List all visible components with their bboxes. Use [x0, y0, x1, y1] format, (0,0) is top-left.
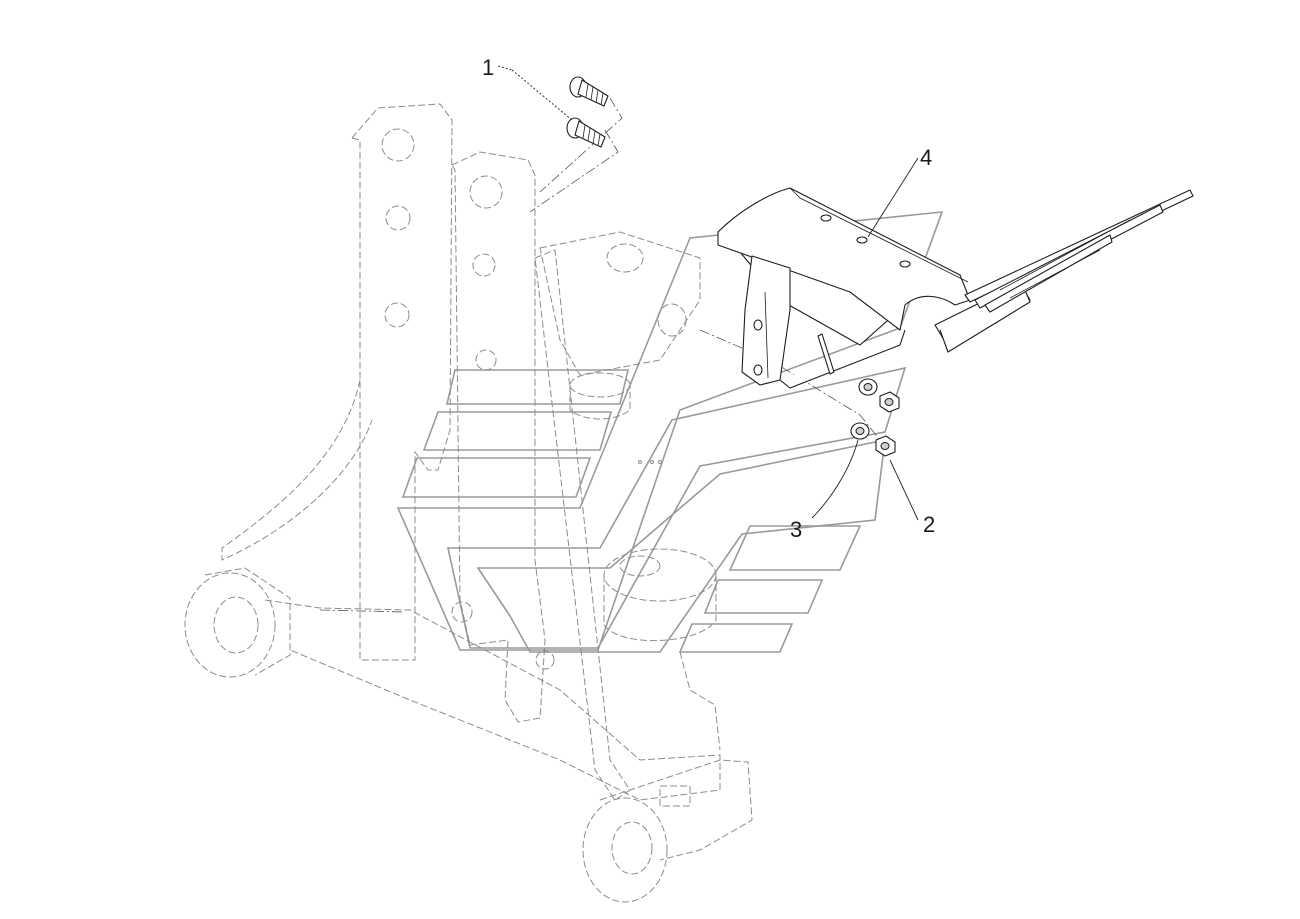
ghost-spacer-body	[569, 385, 631, 420]
ghost-ring-boss-right-inner	[611, 821, 653, 875]
leader-3	[811, 439, 859, 519]
leader-1	[497, 65, 513, 71]
watermark-chevron-middle	[447, 366, 907, 649]
ghost-dot	[658, 460, 662, 464]
ghost-upright-left	[351, 103, 453, 661]
bolt-part-1	[566, 76, 609, 148]
ghost-hole	[475, 349, 497, 371]
bracket-hole	[899, 260, 911, 268]
wiper-arm-lower	[984, 234, 1113, 313]
callout-label-3: 3	[790, 517, 802, 542]
watermark-stripe-left-1	[445, 369, 630, 405]
ghost-upper-block	[539, 231, 701, 376]
assembly-lines	[319, 97, 881, 613]
bracket-top-cover	[717, 187, 971, 346]
axis-line-bolt-lower	[529, 129, 619, 213]
bracket-inner-edge	[764, 291, 769, 379]
nut-part-2	[875, 391, 900, 457]
bolt-lower	[566, 117, 606, 148]
ghost-dot	[638, 460, 642, 464]
wiper-arm-middle	[974, 204, 1164, 309]
watermark-stripe-right-1	[728, 525, 862, 571]
axis-line-nuts	[699, 329, 881, 441]
bolt-upper	[569, 76, 609, 107]
washer-part-3	[850, 378, 878, 440]
leader-2	[889, 459, 919, 521]
mount-plate-hole	[753, 319, 763, 331]
bracket-ridge	[789, 187, 969, 283]
ghost-hole	[472, 253, 496, 277]
ghost-bumper-inner	[619, 555, 661, 577]
ghost-hole	[469, 175, 503, 209]
ghost-bumper-body	[603, 575, 717, 641]
axis-line-bolts	[539, 97, 623, 193]
nut-upper-hole	[884, 398, 894, 406]
ghost-upright-right	[451, 151, 546, 723]
wiper-arm-detail	[999, 219, 1131, 299]
ghost-lug-right	[599, 759, 753, 861]
bracket-part-4	[717, 187, 1194, 389]
wiper-arm-housing-side	[939, 289, 1031, 353]
watermark-stripe-right-2	[703, 579, 824, 614]
ghost-ring-boss-right	[582, 797, 668, 903]
ghost-block-boss	[606, 243, 644, 273]
watermark-stripe-left-3	[401, 457, 592, 498]
ghost-ring-boss-left-side	[204, 567, 291, 676]
bracket-hole	[856, 236, 868, 244]
ghost-bottom-beam	[264, 599, 721, 801]
bracket-front-face	[717, 232, 906, 331]
watermark-stripe-right-3	[678, 623, 794, 653]
bracket-pin	[817, 333, 835, 375]
ghost-curved-arm	[221, 379, 373, 561]
callout-labels: 1 2 3 4	[482, 55, 935, 542]
ghost-bumper-top	[603, 548, 717, 602]
ghost-drop-bracket	[679, 651, 721, 751]
ghost-column	[534, 249, 631, 801]
leader-4	[867, 157, 919, 238]
ghost-small-block	[659, 785, 691, 807]
ghost-hole	[381, 128, 415, 162]
leader-lines	[497, 65, 919, 521]
nut-lower-hole	[880, 442, 890, 450]
leader-1-ext	[511, 69, 573, 121]
ghost-hole	[385, 205, 411, 231]
callout-label-2: 2	[923, 512, 935, 537]
washer-lower-hole	[855, 427, 865, 435]
watermark-stripe-left-2	[422, 411, 613, 451]
callout-label-1: 1	[482, 55, 494, 80]
bracket-hole	[820, 214, 832, 222]
ghost-spacer	[569, 372, 631, 398]
axis-line-bottom	[319, 609, 406, 613]
ghost-frame	[184, 103, 753, 903]
washer-upper-hole	[863, 383, 873, 391]
callout-label-4: 4	[920, 145, 932, 170]
ghost-dot	[650, 460, 654, 464]
mount-plate-hole	[753, 364, 763, 376]
ghost-hole	[535, 650, 555, 670]
ghost-block-hole	[657, 303, 687, 337]
watermark-chevron-inner	[476, 438, 886, 653]
bracket-skirt	[779, 329, 906, 389]
ghost-hole	[384, 302, 410, 328]
ghost-hole	[451, 601, 473, 623]
ghost-ring-boss-left-inner	[213, 596, 259, 654]
ghost-ring-boss-left	[184, 572, 276, 678]
